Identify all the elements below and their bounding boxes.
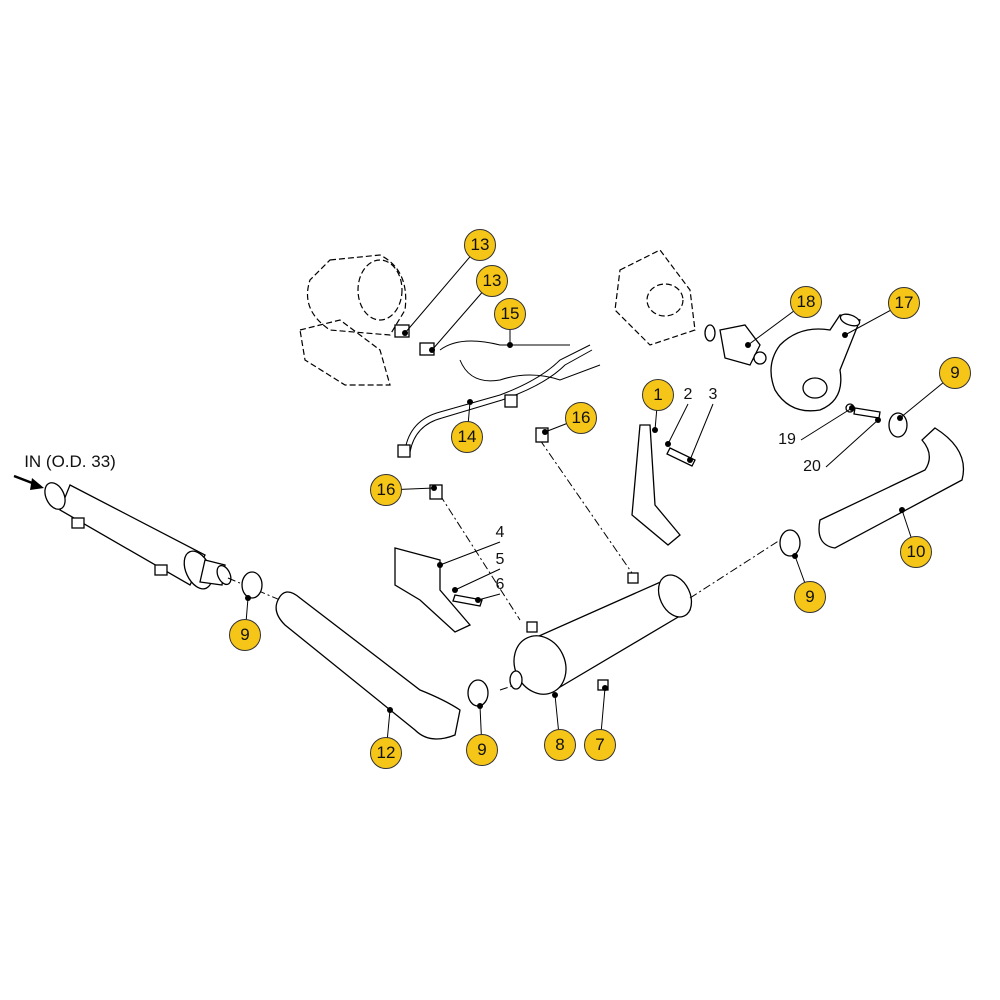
callout-17-leader-dot	[842, 332, 848, 338]
label-3-leader-line	[689, 403, 714, 461]
label-4-leader-dot	[437, 562, 443, 568]
callout-14: 14	[451, 421, 483, 453]
engine-housing-ghost	[299, 254, 407, 386]
callout-7-leader-dot	[602, 685, 608, 691]
callout-9: 9	[229, 619, 261, 651]
part-label-5: 5	[495, 551, 505, 568]
callout-9-leader-dot	[245, 595, 251, 601]
callout-12-leader-dot	[387, 707, 393, 713]
pipe-14-part	[404, 344, 591, 451]
label-5-leader-line	[454, 568, 501, 591]
callout-10-leader-dot	[899, 507, 905, 513]
callout-15-leader-dot	[507, 342, 513, 348]
label-6-leader-line	[477, 593, 501, 601]
part-label-20: 20	[803, 458, 821, 475]
callout-9-leader-dot	[897, 415, 903, 421]
label-2-leader-line	[667, 403, 689, 445]
inlet-arrow-icon	[13, 474, 44, 490]
callout-8-leader-dot	[552, 692, 558, 698]
left-cooler-part	[44, 482, 232, 590]
part-label-4: 4	[495, 524, 505, 541]
label-20-leader-line	[825, 419, 879, 468]
part-label-6: 6	[495, 576, 505, 593]
pump-housing-ghost	[614, 249, 696, 346]
callout-14-leader-dot	[467, 399, 473, 405]
thermostat-housing-part	[770, 313, 881, 419]
hose-10-part	[818, 427, 965, 549]
callout-1-leader-dot	[652, 427, 658, 433]
bracket-4-part	[394, 547, 472, 633]
thermostat-part	[704, 324, 767, 366]
callout-10: 10	[900, 536, 932, 568]
pipe-15-part	[439, 340, 601, 382]
callout-9-leader-dot	[477, 703, 483, 709]
label-6-leader-dot	[475, 597, 481, 603]
callout-18: 18	[790, 286, 822, 318]
callout-16-leader-dot	[431, 485, 437, 491]
callout-16: 16	[565, 402, 597, 434]
part-label-3: 3	[708, 386, 718, 403]
callout-16: 16	[370, 474, 402, 506]
callout-7: 7	[584, 729, 616, 761]
callout-1: 1	[642, 379, 674, 411]
label-19-leader-line	[800, 407, 853, 441]
callout-13-leader-dot	[402, 330, 408, 336]
callout-13-leader-dot	[429, 347, 435, 353]
part-label-19: 19	[778, 431, 796, 448]
callout-9-leader-dot	[792, 553, 798, 559]
callout-8: 8	[544, 729, 576, 761]
hose-12-part	[275, 591, 461, 740]
callout-12: 12	[370, 737, 402, 769]
label-2-leader-dot	[665, 441, 671, 447]
callout-15: 15	[494, 298, 526, 330]
callout-9: 9	[939, 357, 971, 389]
oil-cooler-part	[509, 572, 693, 695]
callout-13: 13	[476, 265, 508, 297]
label-4-leader-line	[439, 541, 501, 566]
callout-16-leader-dot	[542, 429, 548, 435]
callout-17: 17	[888, 287, 920, 319]
label-5-leader-dot	[452, 587, 458, 593]
bracket-part	[631, 424, 681, 546]
part-label-2: 2	[683, 386, 693, 403]
callout-13: 13	[464, 229, 496, 261]
callout-18-leader-dot	[745, 342, 751, 348]
label-20-leader-dot	[875, 417, 881, 423]
callout-9: 9	[466, 734, 498, 766]
callout-13-leader-line	[404, 244, 481, 334]
callout-9: 9	[794, 581, 826, 613]
label-3-leader-dot	[687, 457, 693, 463]
inlet-label: IN (O.D. 33)	[24, 452, 116, 471]
label-19-leader-dot	[849, 405, 855, 411]
